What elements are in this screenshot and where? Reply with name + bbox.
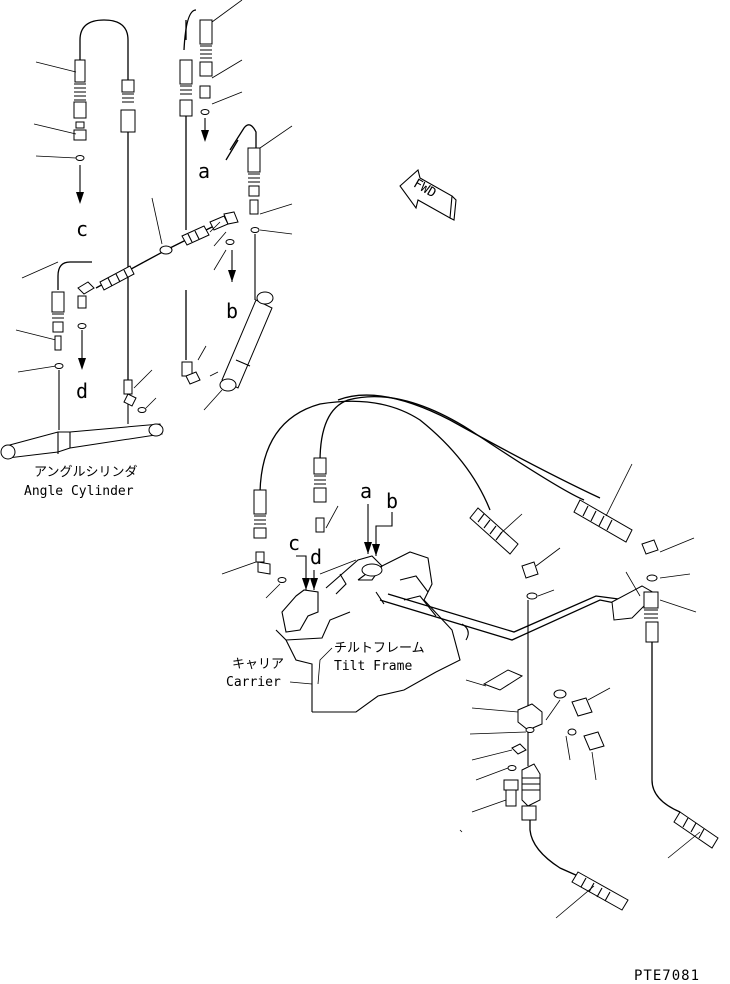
hose-b-curved: [209, 124, 293, 300]
hose-stack-c-right: [221, 489, 287, 599]
caption-tilt-frame-jp: チルトフレーム: [334, 641, 425, 656]
leader-lines-left: [15, 61, 163, 373]
small-mark: [459, 829, 463, 833]
fitting-stack-a: [199, 0, 243, 142]
label-b-left: b: [226, 299, 238, 323]
caption-angle-cylinder-en: Angle Cylinder: [24, 484, 134, 499]
label-d-left: d: [76, 379, 88, 403]
carrier-body: [275, 551, 461, 713]
leader-tilt-frame: [317, 647, 333, 685]
hose-right-long: [573, 463, 695, 582]
label-c-right: c: [288, 531, 300, 555]
diagonal-hose-mid: [95, 211, 239, 291]
label-c-left: c: [76, 217, 88, 241]
arrows-ab-right: [364, 504, 393, 556]
angle-cylinder-left: [0, 369, 164, 460]
tube-to-bracket: [379, 593, 631, 641]
caption-tilt-frame-en: Tilt Frame: [334, 659, 412, 674]
bracket-right: [611, 571, 719, 859]
hose-stack-d-right: [313, 457, 357, 575]
angle-cylinder-right: [203, 291, 274, 411]
label-d-right: d: [310, 545, 322, 569]
label-a-right: a: [360, 479, 372, 503]
leader-carrier: [289, 681, 313, 685]
arrows-cd-right: [296, 555, 318, 590]
drawing-number: PTE7081: [634, 968, 700, 984]
hose-mid-vertical: [469, 507, 561, 766]
caption-angle-cylinder-jp: アングルシリンダ: [34, 465, 137, 480]
hose-a-upper: [179, 9, 219, 385]
lower-manifold: [465, 669, 611, 813]
caption-carrier-jp: キャリア: [232, 657, 284, 672]
elbow-hose-d: [51, 261, 95, 430]
caption-carrier-en: Carrier: [226, 675, 281, 690]
long-hoses-upper: [259, 394, 601, 511]
hose-lower-elbow: [521, 763, 629, 919]
hose-fitting-stack-d-upper: [120, 79, 136, 133]
hose-u-left: [79, 19, 129, 380]
label-b-right: b: [386, 489, 398, 513]
fwd-label: FWD: [411, 176, 439, 201]
fwd-arrow-icon: [399, 168, 457, 221]
hose-fitting-stack-c: [73, 59, 87, 204]
label-a-left: a: [198, 159, 210, 183]
